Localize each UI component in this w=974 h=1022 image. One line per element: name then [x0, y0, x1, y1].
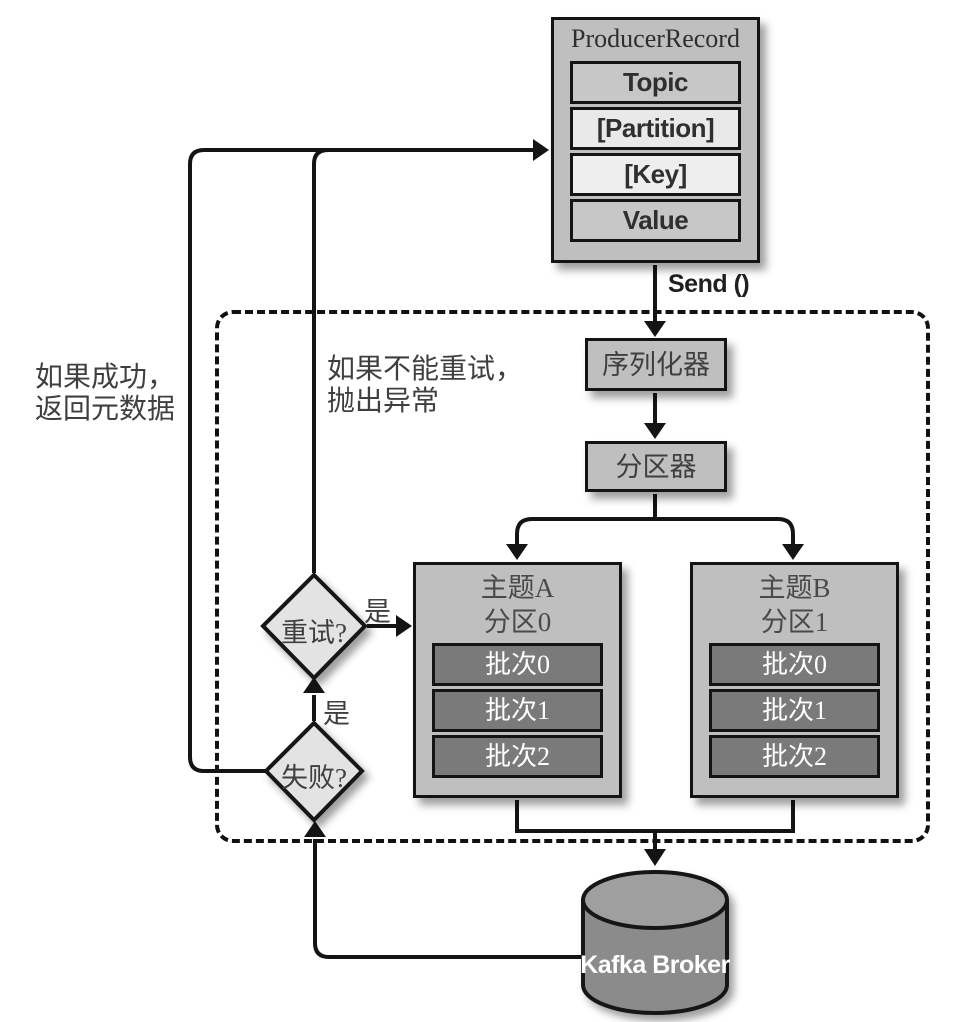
- batches-to-broker-arrow: [515, 800, 795, 866]
- note-success-line1: 如果成功，: [35, 362, 176, 393]
- producer-record-box: ProducerRecord Topic [Partition] [Key] V…: [551, 17, 760, 263]
- batch-row: 批次0: [709, 643, 880, 686]
- batch-row: 批次1: [709, 689, 880, 732]
- note-cannot-retry-throw-exception: 如果不能重试， 抛出异常: [327, 354, 523, 418]
- throw-exception-line: [312, 148, 329, 573]
- partitioner-split-arrows: [506, 494, 804, 560]
- topic-a-partition0-box: 主题A 分区0 批次0 批次1 批次2: [413, 562, 622, 798]
- field-partition: [Partition]: [570, 107, 741, 150]
- partitioner-box: 分区器: [585, 441, 727, 492]
- note-exception-line2: 抛出异常: [327, 386, 440, 417]
- retry-to-batch-arrow: [367, 615, 412, 637]
- topic-a-title-line2: 分区0: [483, 607, 552, 637]
- producer-record-fields: Topic [Partition] [Key] Value: [570, 61, 741, 245]
- field-topic: Topic: [570, 61, 741, 104]
- note-exception-line1: 如果不能重试，: [327, 354, 524, 385]
- field-key: [Key]: [570, 153, 741, 196]
- note-success-line2: 返回元数据: [35, 394, 176, 425]
- topic-b-title: 主题B 分区1: [693, 571, 896, 639]
- fail-to-retry-arrow: [303, 677, 325, 721]
- topic-a-batches: 批次0 批次1 批次2: [432, 643, 603, 781]
- producer-internal-dashed-container: [215, 310, 930, 843]
- fail-diamond: [263, 720, 365, 823]
- topic-a-title: 主题A 分区0: [416, 571, 619, 639]
- yes-label-fail: 是: [323, 699, 350, 729]
- batch-row: 批次2: [709, 735, 880, 778]
- broker-to-fail-arrow: [304, 821, 585, 959]
- field-value: Value: [570, 199, 741, 242]
- yes-label-retry: 是: [364, 597, 391, 627]
- kafka-broker-cylinder: [581, 870, 729, 1015]
- serializer-box: 序列化器: [585, 338, 727, 391]
- batch-row: 批次2: [432, 735, 603, 778]
- success-return-line: [188, 139, 549, 773]
- batch-row: 批次1: [432, 689, 603, 732]
- topic-b-batches: 批次0 批次1 批次2: [709, 643, 880, 781]
- serializer-to-partitioner-arrow: [644, 393, 666, 439]
- producer-record-title: ProducerRecord: [571, 24, 740, 53]
- topic-b-title-line2: 分区1: [760, 607, 829, 637]
- fail-diamond-label: 失败?: [281, 763, 347, 793]
- topic-b-partition1-box: 主题B 分区1 批次0 批次1 批次2: [690, 562, 899, 798]
- kafka-broker-label: Kafka Broker: [580, 951, 730, 979]
- retry-diamond: [260, 572, 368, 681]
- retry-diamond-label: 重试?: [281, 618, 347, 648]
- send-arrow: [644, 265, 666, 337]
- note-success-return-metadata: 如果成功， 返回元数据: [35, 362, 175, 426]
- topic-a-title-line1: 主题A: [480, 573, 555, 603]
- batch-row: 批次0: [432, 643, 603, 686]
- send-label: Send (): [668, 270, 750, 298]
- topic-b-title-line1: 主题B: [758, 573, 831, 603]
